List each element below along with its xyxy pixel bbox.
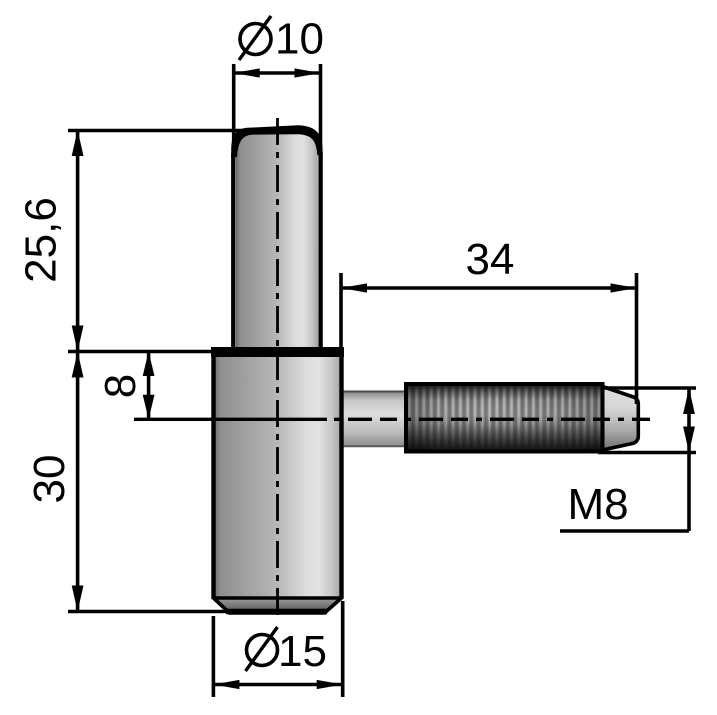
svg-text:25,6: 25,6 [17,197,66,283]
svg-text:34: 34 [466,235,515,284]
svg-text:M8: M8 [568,480,629,529]
svg-text:10: 10 [275,15,324,64]
svg-text:8: 8 [96,374,145,398]
svg-text:30: 30 [25,455,74,504]
svg-text:15: 15 [278,627,327,676]
